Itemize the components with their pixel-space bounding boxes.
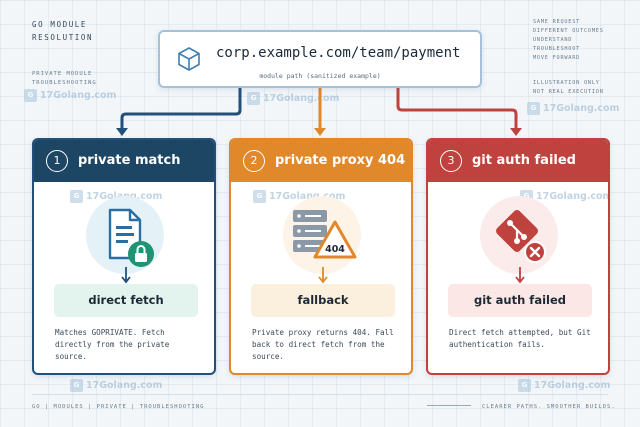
- card-header: 3 git auth failed: [428, 140, 608, 182]
- card-title: private proxy 404: [275, 153, 406, 168]
- step-number-badge: 3: [440, 150, 462, 172]
- module-path-caption: module path (sanitized example): [259, 72, 381, 80]
- module-path-box: corp.example.com/team/payment module pat…: [158, 30, 482, 88]
- card-description: Matches GOPRIVATE. Fetch directly from t…: [55, 328, 170, 361]
- side-notes: SAME REQUEST DIFFERENT OUTCOMES UNDERSTA…: [533, 18, 633, 97]
- card-title: git auth failed: [472, 153, 576, 168]
- arrow-down-icon: [515, 267, 525, 284]
- diagram-title: GO MODULE RESOLUTION: [32, 20, 94, 42]
- card-description: Direct fetch attempted, but Git authenti…: [449, 328, 591, 349]
- cube-icon: [178, 47, 200, 71]
- arrow-down-icon: [318, 267, 328, 284]
- diagram-subtitle: PRIVATE MODULE TROUBLESHOOTING: [32, 71, 97, 86]
- connector-arrowhead: [510, 128, 522, 136]
- server-404-warning-icon: 404: [293, 210, 357, 259]
- connector-private-match: [120, 88, 242, 134]
- card-description: Private proxy returns 404. Fall back to …: [252, 328, 394, 361]
- connector-arrowhead: [314, 128, 326, 136]
- git-error-icon: [496, 210, 546, 263]
- connector-arrowhead: [116, 128, 128, 136]
- step-number-badge: 2: [243, 150, 265, 172]
- header-block: GO MODULE RESOLUTION PRIVATE MODULE TROU…: [32, 18, 152, 88]
- warning-badge-label: 404: [325, 244, 345, 255]
- arrow-down-icon: [121, 267, 131, 284]
- card-title: private match: [78, 153, 181, 168]
- connector-git-auth: [396, 88, 518, 134]
- side-notes-list: SAME REQUEST DIFFERENT OUTCOMES UNDERSTA…: [533, 19, 604, 61]
- result-label: direct fetch: [54, 284, 198, 317]
- footer-divider: [32, 394, 608, 395]
- step-number-badge: 1: [46, 150, 68, 172]
- module-path: corp.example.com/team/payment: [216, 45, 461, 61]
- footer-tags: GO | MODULES | PRIVATE | TROUBLESHOOTING: [32, 404, 205, 410]
- result-label: git auth failed: [448, 284, 592, 317]
- disclaimer: ILLUSTRATION ONLY NOT REAL EXECUTION: [533, 80, 604, 95]
- footer-dash: [427, 405, 471, 406]
- card-header: 2 private proxy 404: [231, 140, 411, 182]
- result-label: fallback: [251, 284, 395, 317]
- footer-tagline: CLEARER PATHS. SMOOTHER BUILDS.: [482, 404, 616, 410]
- card-header: 1 private match: [34, 140, 214, 182]
- private-document-lock-icon: [108, 208, 154, 267]
